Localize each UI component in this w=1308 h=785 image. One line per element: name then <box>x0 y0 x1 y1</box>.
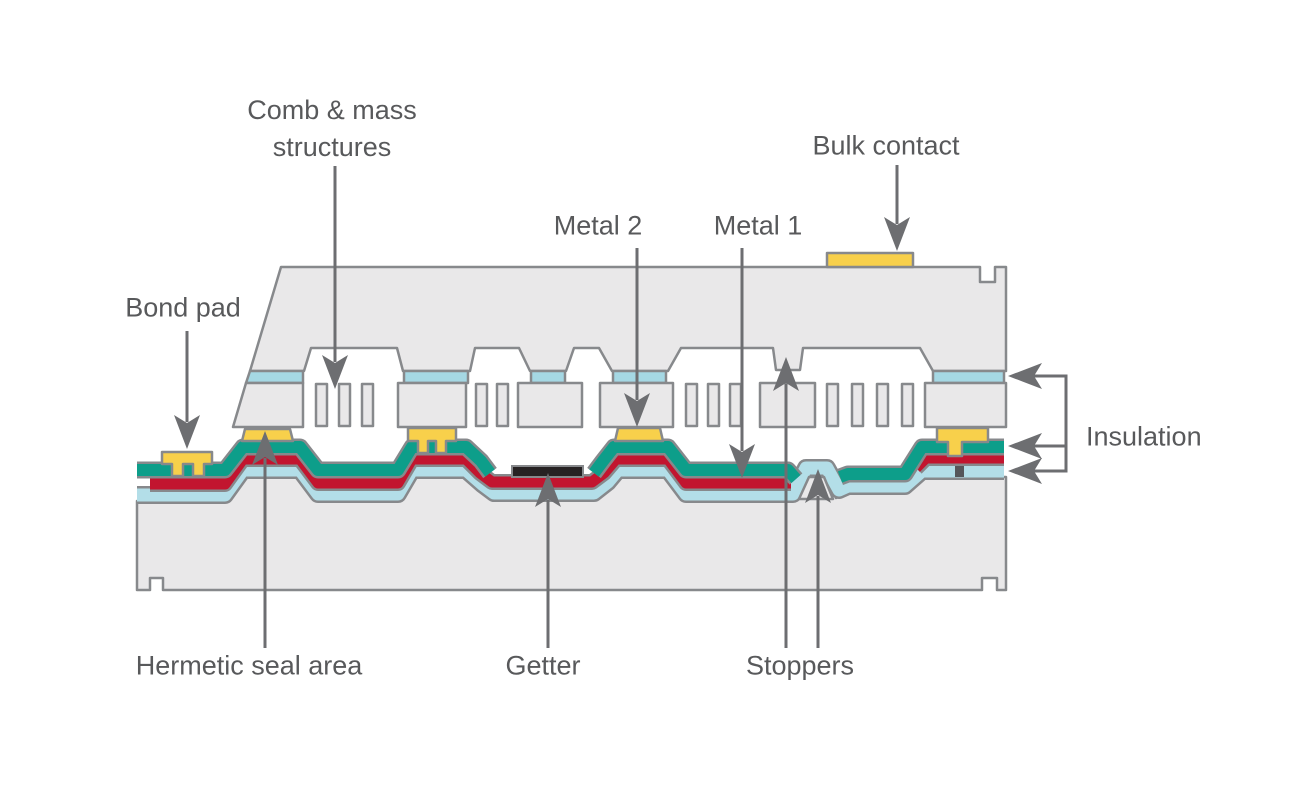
bulk-contact-pad <box>825 251 915 269</box>
cap-insulation-strip <box>931 369 1006 385</box>
getter-label: Getter <box>505 650 581 681</box>
comb-fingers <box>314 382 915 428</box>
insulation-bracket <box>1034 374 1068 473</box>
via-slot <box>955 464 964 477</box>
bond-pad-label: Bond pad <box>125 292 241 323</box>
cap-insulation-strip <box>529 369 567 385</box>
cap-insulation-strip <box>611 369 668 385</box>
hermetic-seal-label: Hermetic seal area <box>135 650 363 681</box>
insulation-label: Insulation <box>1086 421 1202 452</box>
right-contact-pad <box>935 426 990 458</box>
anchor-pad <box>406 426 458 455</box>
comb-mass-label: Comb & mass structures <box>247 95 417 162</box>
bulk-contact-label: Bulk contact <box>812 130 960 161</box>
hermetic-seal-pad <box>240 427 295 443</box>
seal-block <box>231 381 305 429</box>
anchored-block <box>396 381 468 429</box>
annotation-arrows <box>174 165 1068 648</box>
suspended-electrode-block <box>516 381 584 429</box>
cap-wafer <box>248 265 1008 373</box>
teal-insulation-layer <box>137 438 1004 485</box>
stoppers-label: Stoppers <box>745 650 855 681</box>
bond-pad <box>160 450 214 478</box>
cap-insulation-strip <box>402 369 470 385</box>
cap-insulation-strip <box>244 369 305 385</box>
metal2-pad <box>613 426 665 443</box>
metal2-label: Metal 2 <box>553 210 643 241</box>
perimeter-block <box>923 381 1008 429</box>
metal1-label: Metal 1 <box>713 210 803 241</box>
